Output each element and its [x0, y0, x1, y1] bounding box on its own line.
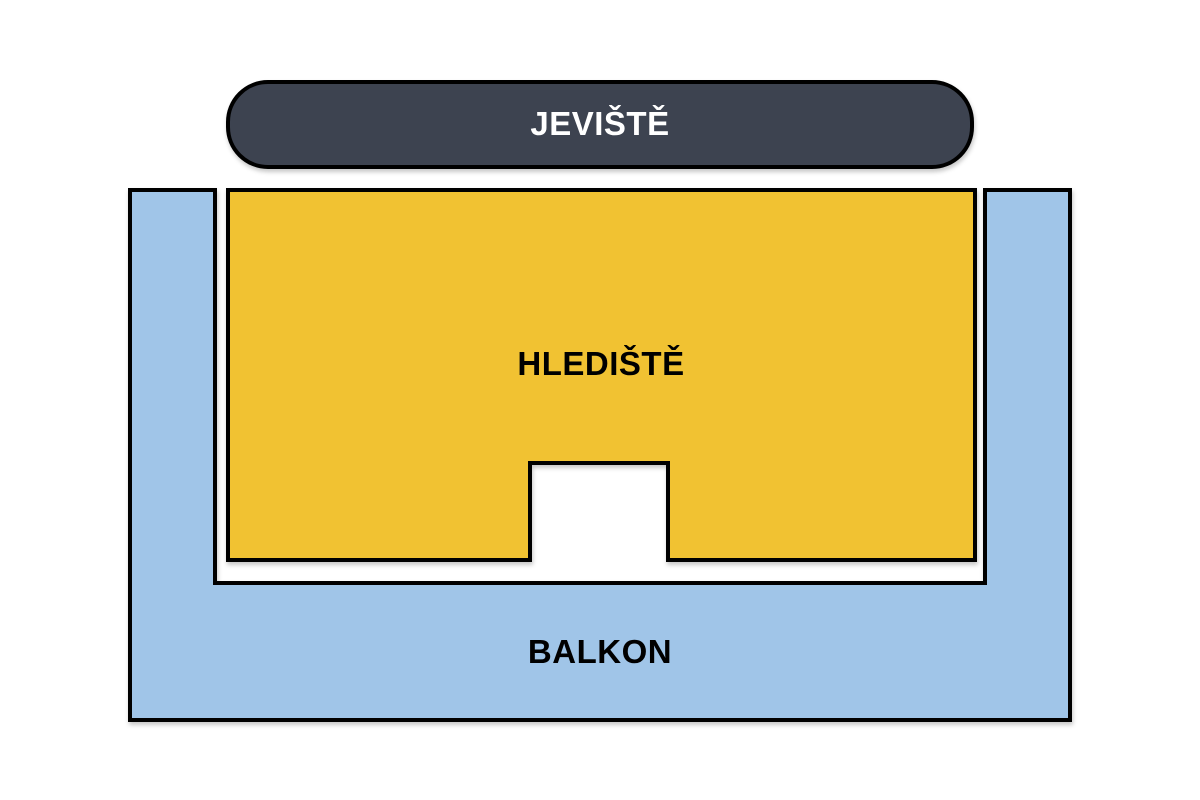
auditorium-label: HLEDIŠTĚ: [517, 345, 685, 382]
balcony-region-shape: [128, 188, 1072, 722]
auditorium-region-shape: [226, 188, 977, 562]
stage-label: JEVIŠTĚ: [530, 105, 670, 142]
stage-region-shape: [226, 80, 974, 169]
balcony-label: BALKON: [527, 633, 673, 670]
